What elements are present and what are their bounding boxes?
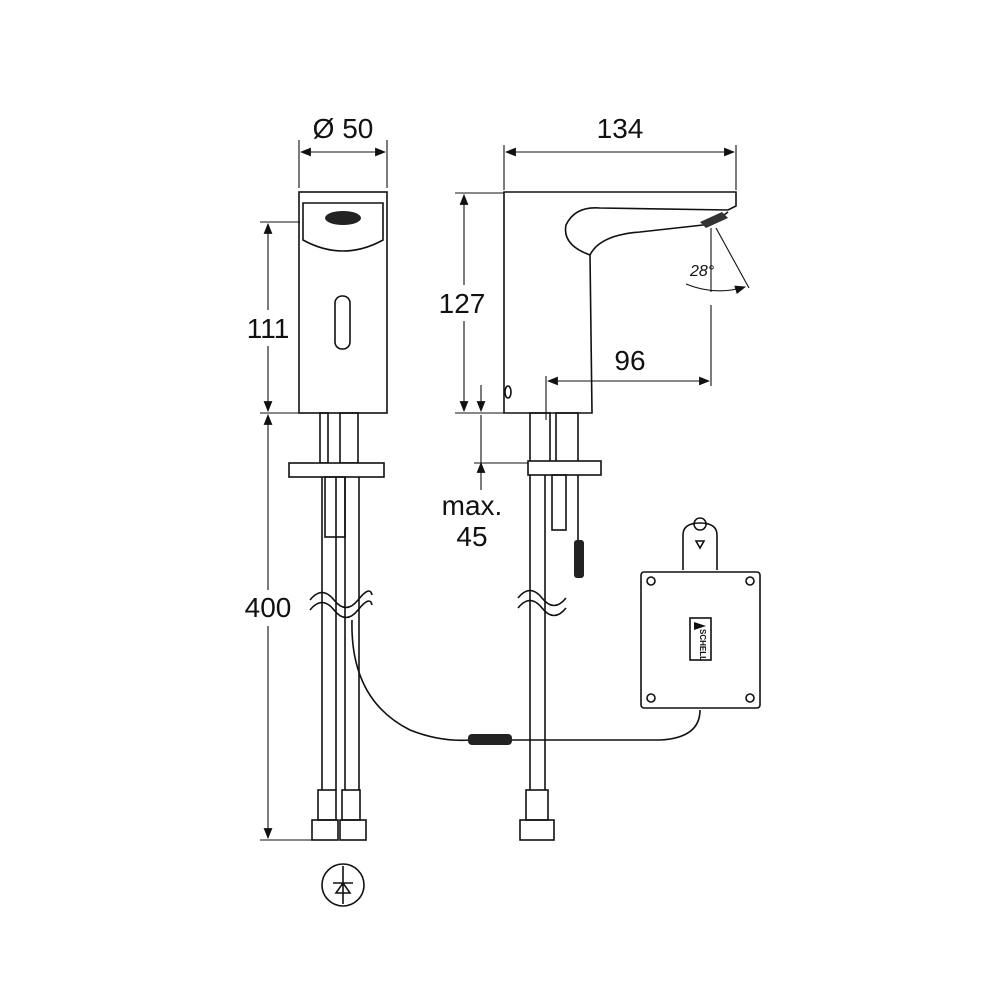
mounting-plate [288,462,385,478]
angle-label: 28° [689,263,715,280]
front-height-label: 111 [247,313,290,344]
side-height-label: 127 [439,288,486,319]
valve-symbol-icon [321,863,365,907]
control-box-logo: SCHELL [698,629,707,661]
side-view [503,191,737,841]
length-label: 134 [597,113,644,144]
cable [351,619,701,742]
front-body [298,191,388,414]
sensor-eye-icon [325,211,361,225]
break-mark [309,600,373,619]
front-indicator-window [334,295,351,350]
front-sensor-head [302,202,384,252]
aerator [700,212,728,228]
front-view [288,191,388,907]
solenoid-plug [574,540,584,578]
hose-length-label: 400 [245,592,292,623]
side-body [503,191,737,414]
max-value-label: 45 [456,521,487,552]
max-label: max. [442,490,503,521]
cable-connector [468,734,512,745]
control-box: SCHELL [640,517,761,709]
side-mounting-plate [527,460,602,476]
reach-label: 96 [614,345,645,376]
diameter-label: Ø 50 [313,113,374,144]
